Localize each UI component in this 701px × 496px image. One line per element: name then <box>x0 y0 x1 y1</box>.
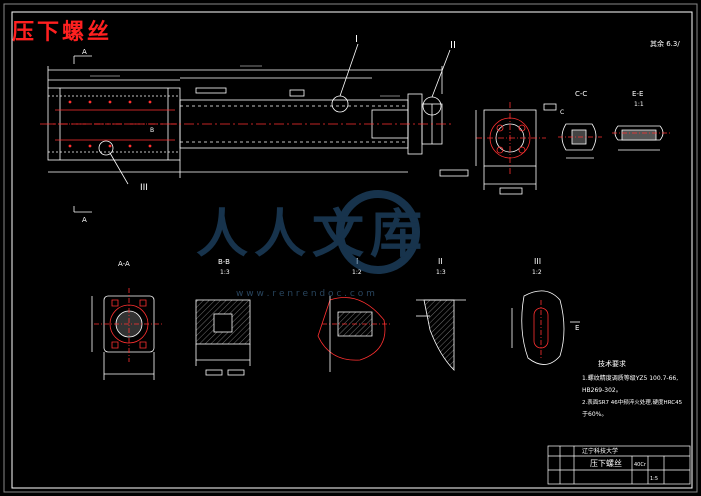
label-detail-2: II <box>438 257 443 266</box>
label-e-mark: E <box>575 324 579 332</box>
drawing-title: 压下螺丝 <box>12 20 113 45</box>
title-block-school: 辽宁科技大学 <box>582 447 618 455</box>
label-c-mark: C <box>560 109 564 116</box>
label-detail-3-scale: 1:2 <box>532 269 542 276</box>
title-block-scale: 1:5 <box>650 476 658 482</box>
tech-req-line-3: 2.表面SR7 46中频淬火处理,硬度HRC45 <box>582 398 683 406</box>
label-cc: C-C <box>575 90 587 98</box>
tech-req-line-2: HB269-302。 <box>582 387 622 394</box>
main-shaft-view <box>40 43 469 213</box>
label-aa: A-A <box>118 260 130 268</box>
label-roman-3: III <box>140 183 148 193</box>
section-bb <box>195 299 251 376</box>
watermark-text: 人人文库 <box>196 205 428 265</box>
end-view <box>475 102 557 195</box>
label-roman-2: II <box>450 40 456 51</box>
outer-frame <box>3 3 698 493</box>
label-bb: B-B <box>218 258 230 266</box>
label-ee-scale: 1:1 <box>634 101 644 108</box>
section-cc <box>558 123 602 159</box>
title-block-part-name: 压下螺丝 <box>590 458 622 468</box>
tech-req-line-1: 1.螺纹精度调质等级YZ5 100.7-66, <box>582 374 678 382</box>
title-block <box>547 445 691 485</box>
title-block-material: 40Cr <box>634 462 647 468</box>
corner-roughness-note: 其余 6.3/ <box>650 39 680 48</box>
section-ee <box>612 125 670 151</box>
tech-req-heading: 技术要求 <box>598 359 626 368</box>
label-b-mark: B <box>150 127 154 134</box>
label-roman-1: I <box>355 34 358 45</box>
detail-2 <box>416 299 466 371</box>
label-detail-1-scale: 1:2 <box>352 269 362 276</box>
inner-frame <box>11 11 693 489</box>
watermark: 人人文库 w w w . r e n r e n d o c . c o m <box>196 190 428 299</box>
label-detail-2-scale: 1:3 <box>436 269 446 276</box>
watermark-url: w w w . r e n r e n d o c . c o m <box>236 289 375 299</box>
section-aa <box>91 288 164 380</box>
detail-3 <box>511 290 580 365</box>
detail-1 <box>317 296 392 372</box>
watermark-logo-icon <box>336 190 420 274</box>
label-bb-scale: 1:3 <box>220 269 230 276</box>
label-detail-3: III <box>534 257 541 266</box>
tech-req-line-4: 于60%。 <box>582 411 607 418</box>
label-a-bottom: A <box>82 216 87 224</box>
label-ee: E-E <box>632 90 643 98</box>
label-a-top: A <box>82 48 87 56</box>
